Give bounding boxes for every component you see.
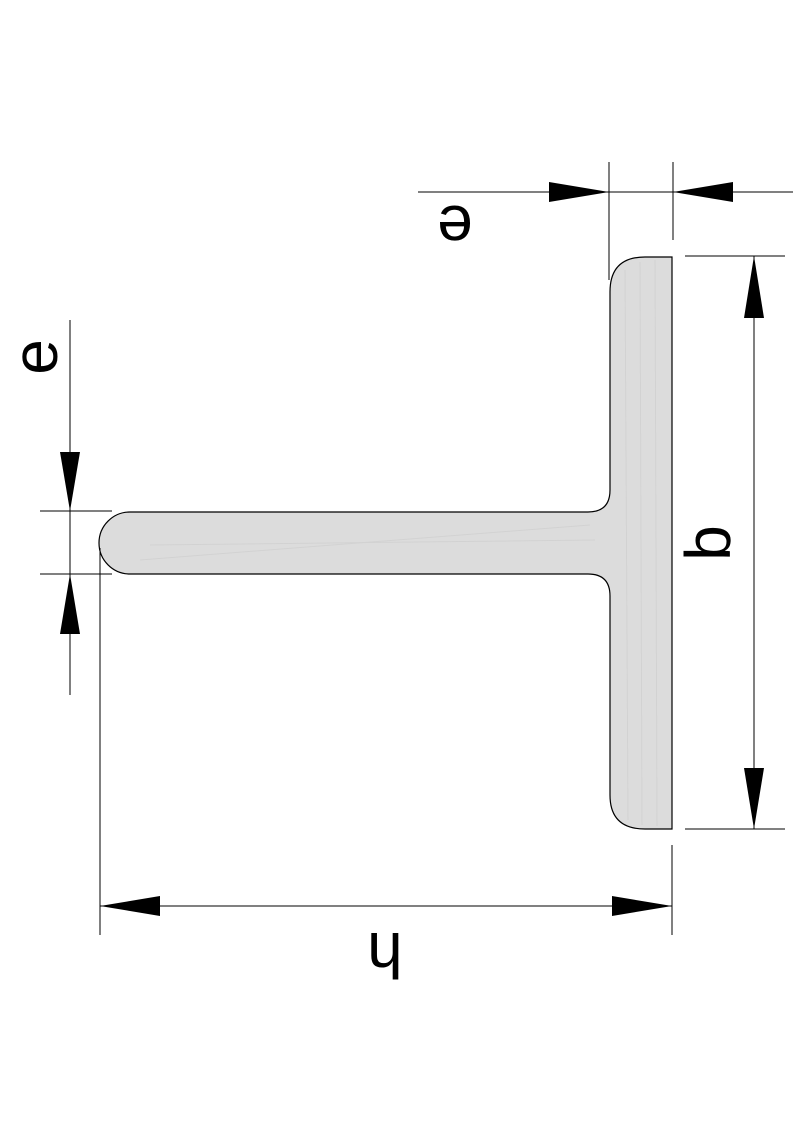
arrow-up (60, 574, 80, 634)
section-shading (139, 259, 658, 827)
height-label: h (367, 919, 403, 991)
height-dimension (99, 548, 673, 935)
arrow-down (60, 452, 80, 511)
arrow-left (673, 182, 733, 202)
flange-thickness-label: e (0, 339, 71, 375)
arrow-up (744, 256, 764, 318)
t-profile-section (98, 256, 673, 830)
flange-width-label: b (672, 525, 744, 561)
web-thickness-label: e (437, 192, 473, 264)
flange-thickness-dimension (40, 320, 112, 695)
web-thickness-dimension (418, 162, 793, 280)
arrow-right (549, 182, 609, 202)
arrow-right (612, 896, 672, 916)
flange-width-dimension (685, 255, 785, 830)
arrow-down (744, 768, 764, 829)
arrow-left (100, 896, 160, 916)
